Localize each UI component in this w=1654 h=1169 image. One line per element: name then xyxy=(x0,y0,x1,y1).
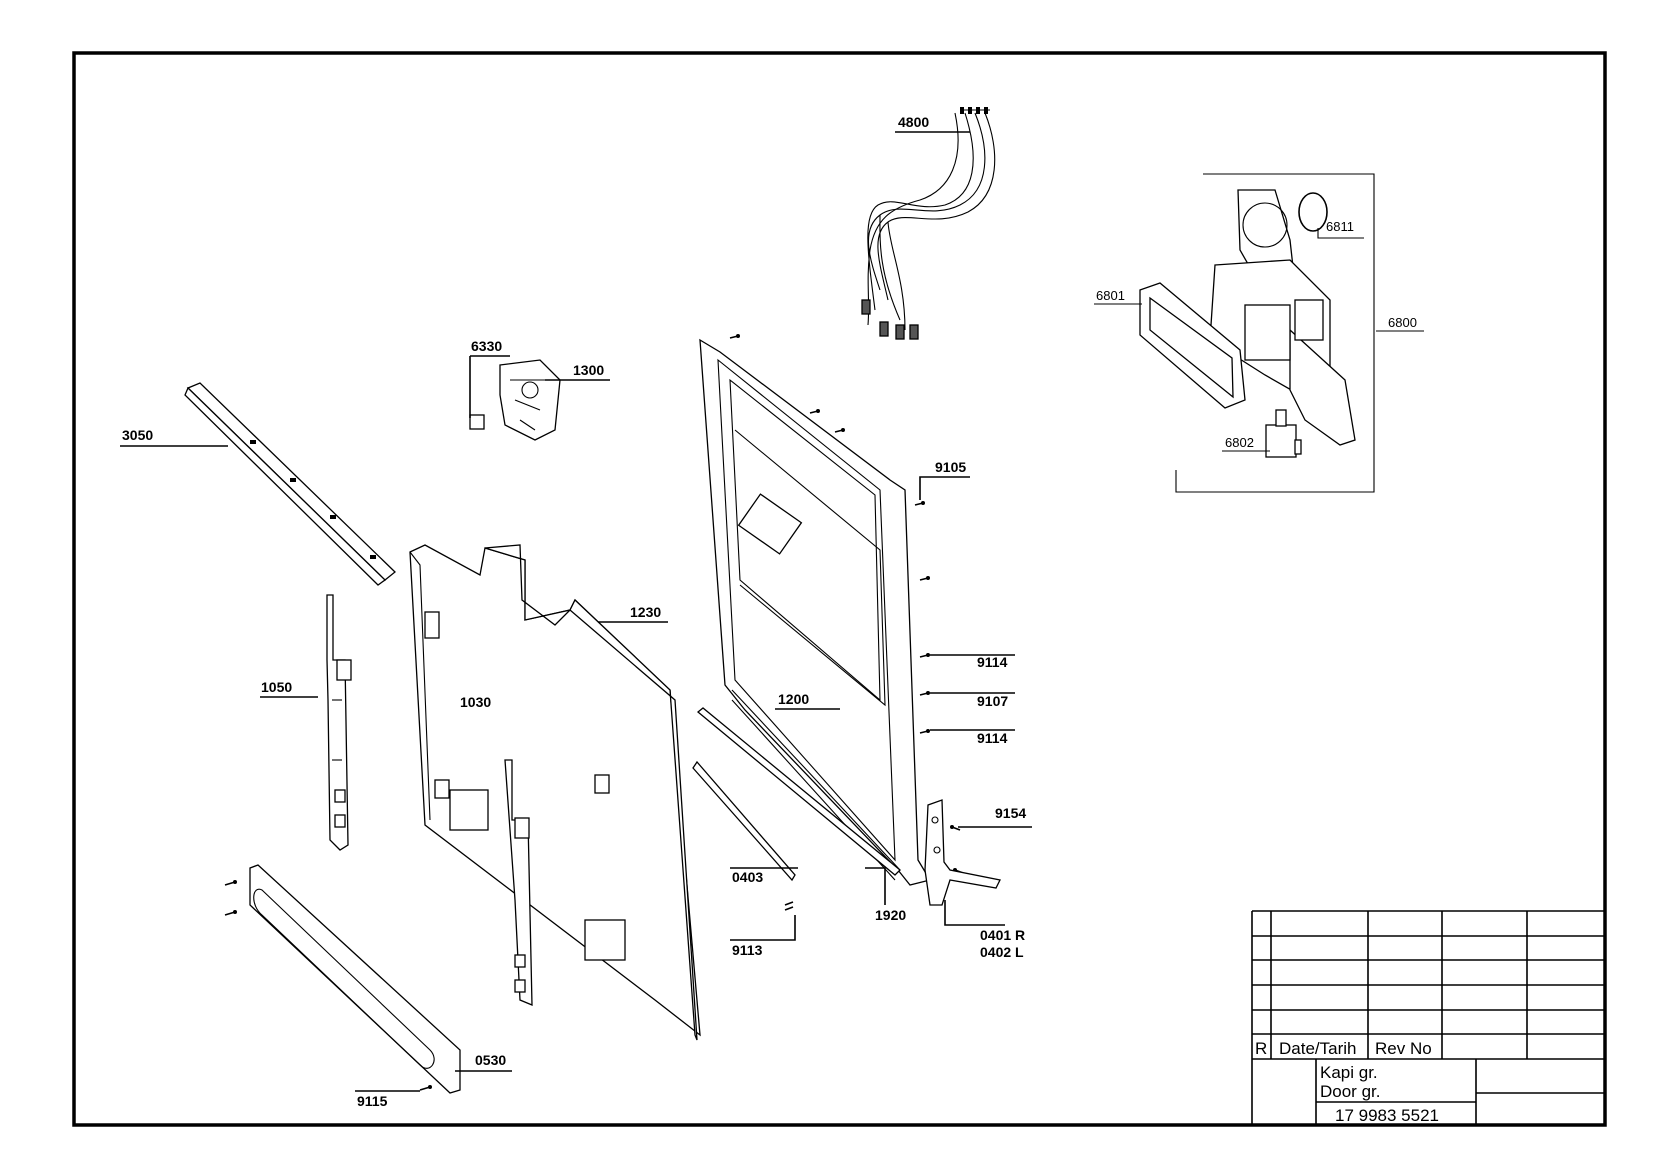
drawing-frame xyxy=(72,51,1607,1127)
rev-col-r: R xyxy=(1255,1039,1267,1058)
label-9114-upper: 9114 xyxy=(977,654,1008,670)
part-3050-strip xyxy=(184,382,396,586)
label-1920: 1920 xyxy=(875,907,906,923)
part-0403-strip xyxy=(692,707,901,882)
part-1050-rail-right xyxy=(504,759,533,1006)
label-9107: 9107 xyxy=(977,693,1008,709)
rev-col-date: Date/Tarih xyxy=(1279,1039,1356,1058)
title-en: Door gr. xyxy=(1320,1082,1380,1101)
label-1300: 1300 xyxy=(573,362,604,378)
label-6330: 6330 xyxy=(471,338,502,354)
title-block: R Date/Tarih Rev No Kapi gr. Door gr. 17… xyxy=(1251,910,1605,1125)
part-1050-rail xyxy=(326,594,352,851)
label-6800: 6800 xyxy=(1388,315,1417,330)
label-0530: 0530 xyxy=(475,1052,506,1068)
label-1230: 1230 xyxy=(630,604,661,620)
part-6800-dispenser xyxy=(1139,173,1375,493)
label-9113: 9113 xyxy=(732,942,763,958)
label-1030: 1030 xyxy=(460,694,491,710)
screws xyxy=(224,334,964,1091)
label-4800: 4800 xyxy=(898,114,929,130)
label-0402: 0402 L xyxy=(980,944,1024,960)
label-3050: 3050 xyxy=(122,427,153,443)
label-6802: 6802 xyxy=(1225,435,1254,450)
rev-col-revno: Rev No xyxy=(1375,1039,1432,1058)
label-6801: 6801 xyxy=(1096,288,1125,303)
part-0530-cover-plate xyxy=(249,864,461,1094)
label-9154: 9154 xyxy=(995,805,1026,821)
part-1300-bracket xyxy=(469,359,561,441)
label-0403: 0403 xyxy=(732,869,763,885)
label-9115: 9115 xyxy=(357,1093,388,1109)
part-4800-cable-harness xyxy=(861,107,996,340)
label-6811: 6811 xyxy=(1326,219,1354,234)
part-1030-door-panel xyxy=(409,544,701,1041)
part-hinge xyxy=(924,799,1001,906)
label-1050: 1050 xyxy=(261,679,292,695)
title-tr: Kapi gr. xyxy=(1320,1063,1378,1082)
label-0401: 0401 R xyxy=(980,927,1025,943)
label-9114-lower: 9114 xyxy=(977,730,1008,746)
label-1200: 1200 xyxy=(778,691,809,707)
label-9105: 9105 xyxy=(935,459,966,475)
drawing-number: 17 9983 5521 xyxy=(1335,1106,1439,1125)
